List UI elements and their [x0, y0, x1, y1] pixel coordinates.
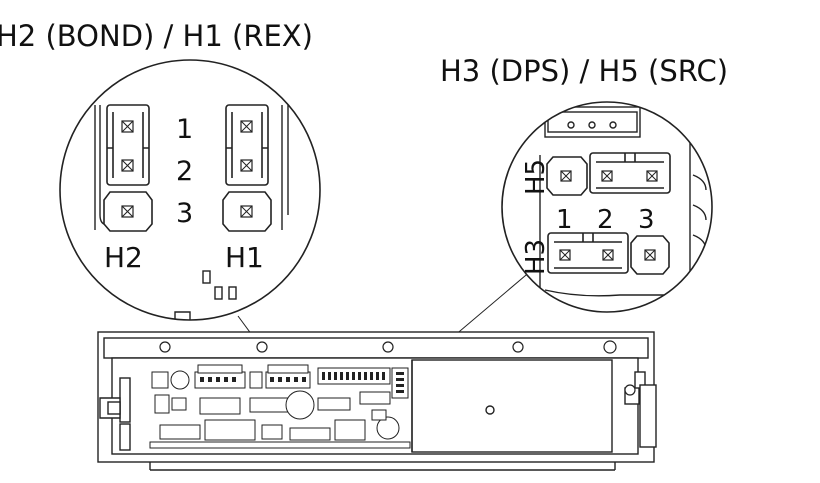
title-right: H3 (DPS) / H5 (SRC): [440, 54, 729, 88]
right-header-h5: H5: [521, 159, 551, 195]
rail-screws: [159, 340, 636, 396]
pcb-components: [149, 364, 411, 449]
jumper-h2: [106, 104, 150, 186]
left-pin-2: 2: [176, 156, 193, 187]
jumper-h5: [589, 152, 671, 194]
right-pin-1: 1: [556, 205, 573, 235]
left-detail-circle: 1 2 3 H2 H1: [60, 60, 320, 320]
left-header-h1: H1: [225, 241, 264, 274]
right-pin-3: 3: [638, 205, 655, 235]
left-header-h2: H2: [104, 241, 143, 274]
right-header-h3: H3: [521, 239, 551, 275]
right-pin-2: 2: [597, 205, 614, 235]
title-left: H2 (BOND) / H1 (REX): [0, 19, 313, 53]
left-pin-1: 1: [176, 114, 193, 145]
terminal-pins: [200, 372, 404, 393]
jumper-h3: [547, 232, 629, 274]
jumper-h1: [225, 104, 269, 186]
left-pin-3: 3: [176, 198, 193, 229]
right-detail-circle: H5 H3 1 2 3: [502, 102, 712, 312]
